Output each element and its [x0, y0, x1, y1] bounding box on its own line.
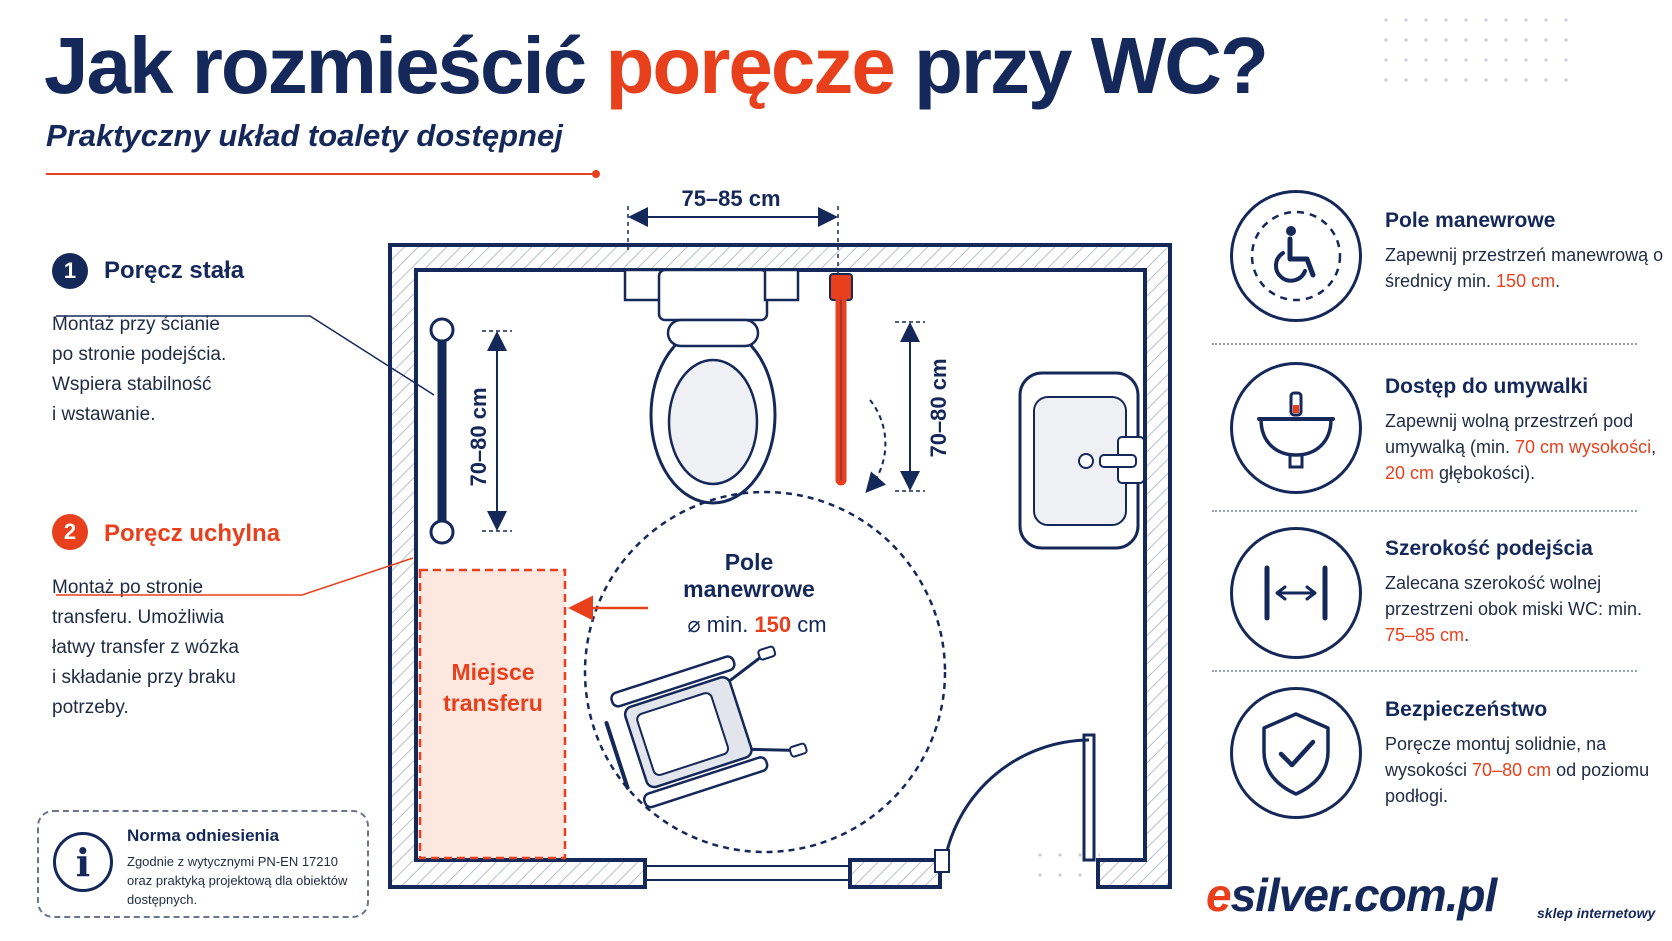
feature-3-title: Szerokość podejścia [1385, 537, 1593, 560]
feature-2-text: Zapewnij wolną przestrzeń pod umywalką (… [1385, 411, 1657, 483]
feature-1-text: Zapewnij przestrzeń manewrową o średnicy… [1385, 245, 1664, 291]
transfer-area [418, 568, 567, 860]
decor-dots-top [1376, 10, 1576, 90]
feature-3-circle [1230, 527, 1362, 659]
feature-3-text: Zalecana szerokość wolnej przestrzeni ob… [1385, 573, 1643, 645]
title-part-2: przy WC? [893, 21, 1269, 110]
feature-separator-1 [1212, 343, 1637, 345]
transfer-area-label-2: transferu [443, 690, 543, 716]
right-height-label: 70–80 cm [926, 358, 951, 457]
reference-norm-title: Norma odniesienia [127, 826, 280, 845]
brand-logo-e: e [1206, 869, 1232, 921]
item-1-title: Poręcz stała [104, 257, 245, 284]
item-2-badge: 2 [52, 514, 88, 550]
width-dimension [627, 206, 839, 280]
subtitle-underline-dot [592, 170, 600, 178]
feature-separator-2 [1212, 510, 1637, 512]
page-subtitle: Praktyczny układ toalety dostępnej [46, 118, 563, 153]
feature-4-title: Bezpieczeństwo [1385, 698, 1548, 721]
page-title: Jak rozmieścić poręcze przy WC? [44, 20, 1269, 112]
maneuver-diameter: ⌀ min. 150 cm [687, 612, 826, 637]
sink-icon [1257, 391, 1335, 469]
feature-2-title: Dostęp do umywalki [1385, 375, 1589, 398]
width-arrows-icon [1264, 565, 1328, 621]
maneuver-label-1: Pole [725, 549, 774, 575]
feature-2-circle [1230, 362, 1362, 494]
fold-up-grab-bar [829, 273, 887, 494]
title-part-1: Jak rozmieścić [44, 21, 606, 110]
door [934, 733, 1096, 873]
item-1-connector [56, 315, 435, 396]
subtitle-underline [46, 173, 596, 175]
width-dimension-label: 75–85 cm [681, 186, 780, 211]
brand-logo-text: silver.com.pl [1230, 869, 1498, 921]
maneuvering-circle [583, 490, 947, 854]
fixed-grab-bar [429, 317, 455, 545]
feature-1-title: Pole manewrowe [1385, 209, 1556, 232]
feature-4-circle [1230, 687, 1362, 819]
brand-logo[interactable]: esilver.com.pl [1206, 868, 1498, 922]
shield-check-icon [1262, 712, 1330, 796]
reference-norm-text: Zgodnie z wytycznymi PN-EN 17210 oraz pr… [127, 854, 348, 907]
item-2-connector [56, 557, 414, 596]
reference-norm-box: i Norma odniesienia Zgodnie z wytycznymi… [37, 810, 369, 918]
left-height-label: 70–80 cm [466, 387, 491, 486]
brand-tagline: sklep internetowy [1537, 905, 1656, 921]
right-height-dimension [895, 321, 925, 492]
wheelchair-top-view [604, 645, 808, 809]
wheelchair-icon [1250, 210, 1342, 302]
item-2-title: Poręcz uchylna [104, 520, 281, 547]
room-walls [388, 243, 1172, 889]
feature-separator-3 [1212, 670, 1637, 672]
feature-1-circle [1230, 190, 1362, 322]
item-2-text: Montaż po stronie transferu. Umożliwia ł… [52, 577, 239, 718]
feature-4-text: Poręcze montuj solidnie, na wysokości 70… [1385, 734, 1650, 806]
transfer-area-label-1: Miejsce [451, 659, 534, 685]
info-icon: i [53, 832, 113, 892]
toilet [623, 268, 800, 505]
title-highlight: poręcze [605, 21, 895, 110]
item-1-text: Montaż przy ścianie po stronie podejścia… [52, 314, 227, 425]
left-height-dimension [482, 330, 512, 532]
item-1-badge: 1 [52, 253, 88, 289]
washbasin [1018, 371, 1145, 550]
maneuver-label-2: manewrowe [683, 576, 815, 602]
